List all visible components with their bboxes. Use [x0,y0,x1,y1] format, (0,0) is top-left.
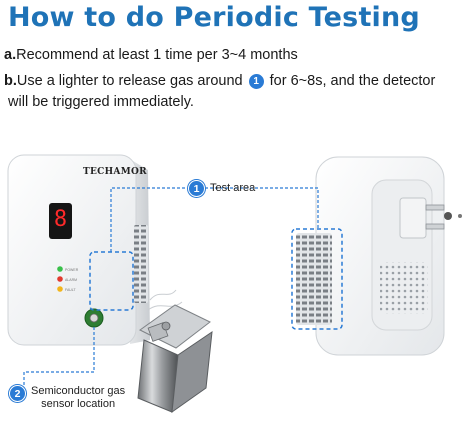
callout-2-label-line1: Semiconductor gas [31,385,126,397]
green-led [57,266,63,272]
svg-text:POWER: POWER [65,268,79,272]
left-detector: POWER ALARM FAULT [7,154,183,346]
lighter-body [137,339,179,413]
test-area-box-right [291,228,343,330]
callout-2-badge: 2 [9,385,26,402]
page-title: How to do Periodic Testing [8,2,420,33]
step-b-text-line2: will be triggered immediately. [8,94,194,110]
brand-logo: TECHAMOR [83,167,147,177]
callout-2-label: Semiconductor gas sensor location [31,385,125,411]
speaker-holes [380,262,428,314]
side-grille-right [296,233,332,325]
step-b-letter: b. [4,73,17,89]
step-b-text-after: for 6~8s, and the detector [265,73,436,89]
svg-text:ALARM: ALARM [65,278,77,282]
step-a: a.Recommend at least 1 time per 3~4 mont… [4,45,298,66]
svg-text:FAULT: FAULT [65,288,76,292]
callout-2-label-line2: sensor location [41,398,116,410]
callout-1-label: Test area [210,182,256,194]
digital-display [49,203,72,239]
step-b-number-badge: 1 [248,74,264,89]
step-b: b.Use a lighter to release gas around 1 … [4,71,464,113]
display-digit: 8 [53,207,68,232]
power-plug [399,197,427,239]
step-a-text: Recommend at least 1 time per 3~4 months [16,47,298,63]
callout-1-badge: 1 [188,180,205,197]
leader-line-1-right [205,187,319,229]
red-led [57,276,63,282]
step-b-text-before: Use a lighter to release gas around [16,73,247,89]
step-a-letter: a. [4,47,17,63]
left-detector-body [7,154,137,346]
right-detector [296,156,462,356]
yellow-led [57,286,63,292]
side-grille [134,225,148,303]
leader-line-1 [110,187,187,252]
leader-line-2 [23,327,95,386]
lighter [137,304,213,414]
